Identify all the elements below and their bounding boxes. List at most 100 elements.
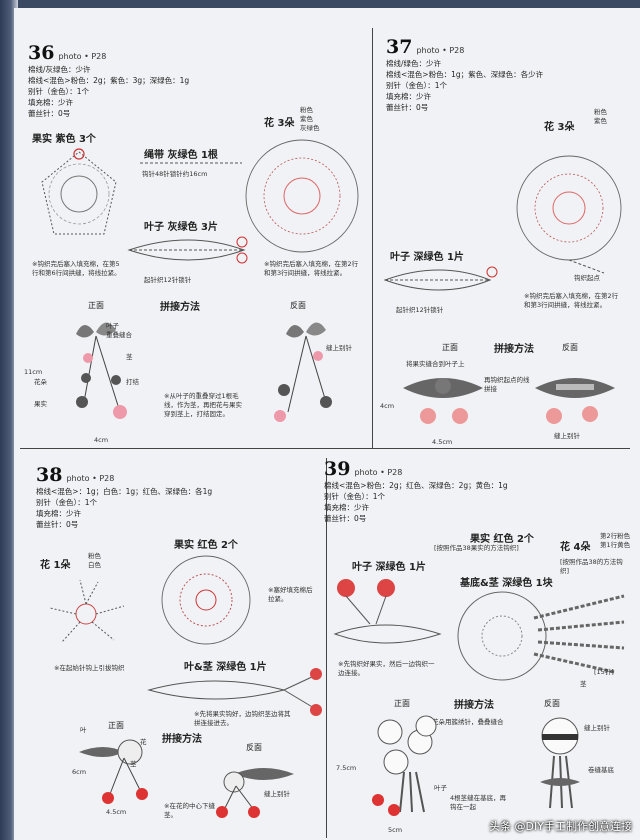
dimension-width: 4.5cm (106, 808, 127, 816)
color-label: 紫色 (594, 117, 607, 125)
section-number: 37 (386, 36, 413, 58)
assembly-note: ※从叶子的重叠穿过1根毛线，作为茎，再把花与果实穿到茎上，打结固定。 (164, 392, 242, 418)
flower-colors: 粉色 紫色 灰绿色 (300, 106, 320, 133)
dimension-height: 11cm (24, 368, 43, 376)
cord-chain (140, 162, 242, 164)
leaf-label: 叶子 深绿色 1片 (352, 562, 426, 573)
color-label: 白色 (88, 561, 101, 569)
leaf-label: 叶子 灰绿色 3片 (144, 222, 218, 233)
material-line: 棉线<混色>粉色：1g；紫色、深绿色：各少许 (386, 70, 544, 79)
fruit-label: 果实 紫色 3个 (32, 134, 96, 145)
assembly-part: 缝上别针 (554, 432, 580, 440)
material-line: 别针（金色）：1个 (324, 492, 386, 501)
front-label: 正面 (108, 721, 124, 730)
assembly-front-37 (403, 378, 483, 424)
color-label: 粉色 (88, 552, 101, 560)
base-label: 基底&茎 深绿色 1块 (460, 578, 553, 589)
assembly-part: 重叠缝合 (106, 331, 132, 339)
assembly-back-37 (535, 378, 615, 424)
assembly-title: 拼接方法 (454, 700, 494, 711)
assembly-part: 茎 (130, 760, 137, 768)
flower-note: ※钩织完后塞入填充棉，在第2行和第3行间拱缝，将线拉紧。 (524, 292, 619, 309)
material-line: 棉线/绿色：少许 (386, 59, 442, 68)
section-number: 38 (36, 464, 63, 486)
assembly-part: 叶子 (106, 322, 119, 330)
material-line: 棉线<混色>粉色：2g；紫色：3g；深绿色：1g (28, 76, 190, 85)
leaf-label: 叶子 深绿色 1片 (390, 252, 464, 263)
stem-count: [15针] (594, 668, 614, 676)
flower-label: 花 3朵 (544, 122, 575, 133)
fruit-chart-38 (161, 555, 251, 645)
material-line: 别针（金色）：1个 (386, 81, 448, 90)
material-line: 蕾丝针：0号 (324, 514, 367, 523)
material-line: 填充棉：少许 (28, 98, 73, 107)
assembly-part: 花 (140, 738, 147, 746)
assembly-part: 缝上别针 (584, 724, 610, 732)
assembly-front-39 (372, 715, 437, 816)
assembly-part: 将果实缝合到叶子上 (406, 360, 465, 368)
leafstem-label: 叶&茎 深绿色 1片 (184, 662, 267, 673)
material-line: 棉线<混色>粉色：2g；红色、深绿色：2g；黄色：1g (324, 481, 508, 490)
color-label: 灰绿色 (300, 124, 320, 132)
assembly-part: 果实 (34, 400, 47, 408)
assembly-front-36 (76, 322, 127, 419)
dimension-height: 7.5cm (336, 764, 357, 772)
assembly-part: 再钩织起点的线拼接 (484, 376, 530, 393)
leaf-chart-36 (127, 236, 248, 264)
assembly-part: 缝上别针 (326, 344, 352, 352)
book-page: 36 photo • P28 棉线/灰绿色：少许 棉线<混色>粉色：2g；紫色：3… (14, 8, 640, 840)
flower-label: 花 3朵 (264, 118, 295, 129)
section-number: 36 (28, 42, 55, 64)
assembly-part: 茎 (126, 353, 133, 361)
assembly-title: 拼接方法 (494, 344, 534, 355)
front-label: 正面 (442, 343, 458, 352)
flower-start: 钩织起点 (574, 274, 600, 282)
front-label: 正面 (88, 301, 104, 310)
material-line: 填充棉：少许 (386, 92, 431, 101)
leafstem-note: ※先将果实钩好，边钩织茎边将其拼连接进去。 (194, 710, 291, 727)
material-line: 蕾丝针：0号 (386, 103, 429, 112)
dimension-height: 4cm (380, 402, 395, 410)
assembly-part: 4根茎缝在基底，再钩在一起 (450, 794, 507, 811)
assembly-note: ※在花的中心下缝茎。 (164, 802, 215, 819)
leaf-note: 起针织12针锁针 (396, 306, 444, 314)
color-label: 第2行粉色 (600, 532, 631, 540)
photo-ref: photo • P28 (66, 474, 115, 483)
flower-colors: 粉色 紫色 (594, 108, 607, 126)
flower-label: 花 1朵 (40, 560, 71, 571)
back-label: 反面 (290, 301, 306, 310)
photo-ref: photo • P28 (416, 46, 465, 55)
front-label: 正面 (394, 699, 410, 708)
color-label: 粉色 (594, 108, 607, 116)
divider-vertical-bottom (326, 458, 327, 838)
book-spine (0, 0, 18, 840)
flower-chart-36 (245, 139, 359, 253)
material-line: 别针（金色）：1个 (28, 87, 90, 96)
assembly-title: 拼接方法 (160, 302, 200, 313)
divider-horizontal (20, 448, 630, 449)
flower-colors: 第2行粉色 第1行黄色 (600, 532, 630, 550)
material-line: 棉线<混色>：1g；白色：1g；红色、深绿色：各1g (36, 487, 213, 496)
material-line: 棉线/灰绿色：少许 (28, 65, 91, 74)
assembly-part: 花朵用簇绣针，叠叠缝合 (432, 718, 504, 726)
color-label: 紫色 (300, 115, 313, 123)
flower-note: ※在起始针钩上引拔钩织 (54, 664, 125, 672)
flower-chart-37 (516, 155, 622, 274)
base-chart-39 (457, 591, 625, 681)
leafstem-chart-38 (147, 668, 322, 716)
stem-label: 茎 (580, 680, 587, 688)
back-label: 反面 (246, 743, 262, 752)
material-line: 蕾丝针：0号 (36, 520, 79, 529)
photo-ref: photo • P28 (354, 468, 403, 477)
fruit-chart-36 (41, 148, 117, 235)
dimension-height: 6cm (72, 768, 87, 776)
back-label: 反面 (562, 343, 578, 352)
fruit-note: ※钩织完后塞入填充棉，在第5行和第6行间拱缝，将线拉紧。 (32, 260, 121, 277)
divider-vertical-top (372, 28, 373, 448)
flower-colors: 粉色 白色 (88, 552, 101, 570)
dimension-width: 5cm (388, 826, 403, 834)
